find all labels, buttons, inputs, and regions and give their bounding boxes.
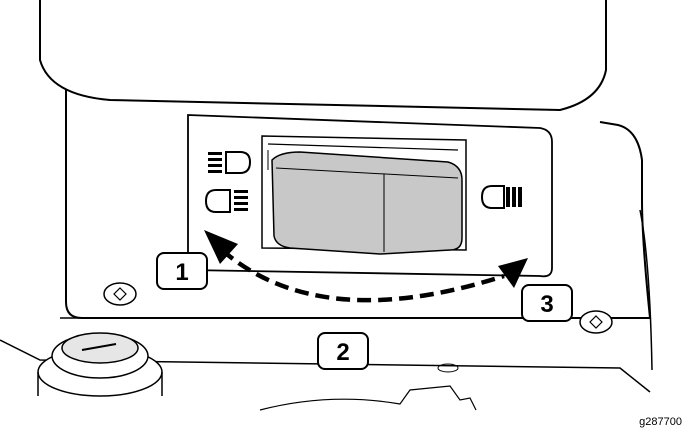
svg-text:1: 1 [175,259,188,286]
headlight-low-icon [208,151,252,174]
mounting-screw-icon [103,282,137,306]
headlight-off-icon [480,185,522,209]
rocker-ridge [275,167,459,179]
callout-1: 1 [156,252,208,290]
figure-id: g287700 [639,416,682,428]
arrow-head-right [498,258,528,288]
arrow-head-left [204,230,238,264]
callout-2: 2 [317,332,369,370]
control-panel [65,90,652,319]
upper-housing [39,0,607,112]
svg-text:2: 2 [336,339,349,366]
mounting-screw-icon [579,310,613,334]
rocker-switch [271,151,463,255]
lower-bracket [259,385,477,411]
panel-side-edge [639,209,653,371]
motion-arc [220,248,505,303]
svg-text:3: 3 [540,291,553,318]
headlight-high-icon [204,189,248,213]
opening-lip [267,143,459,151]
callout-3: 3 [521,284,573,322]
key-switch [37,332,163,397]
